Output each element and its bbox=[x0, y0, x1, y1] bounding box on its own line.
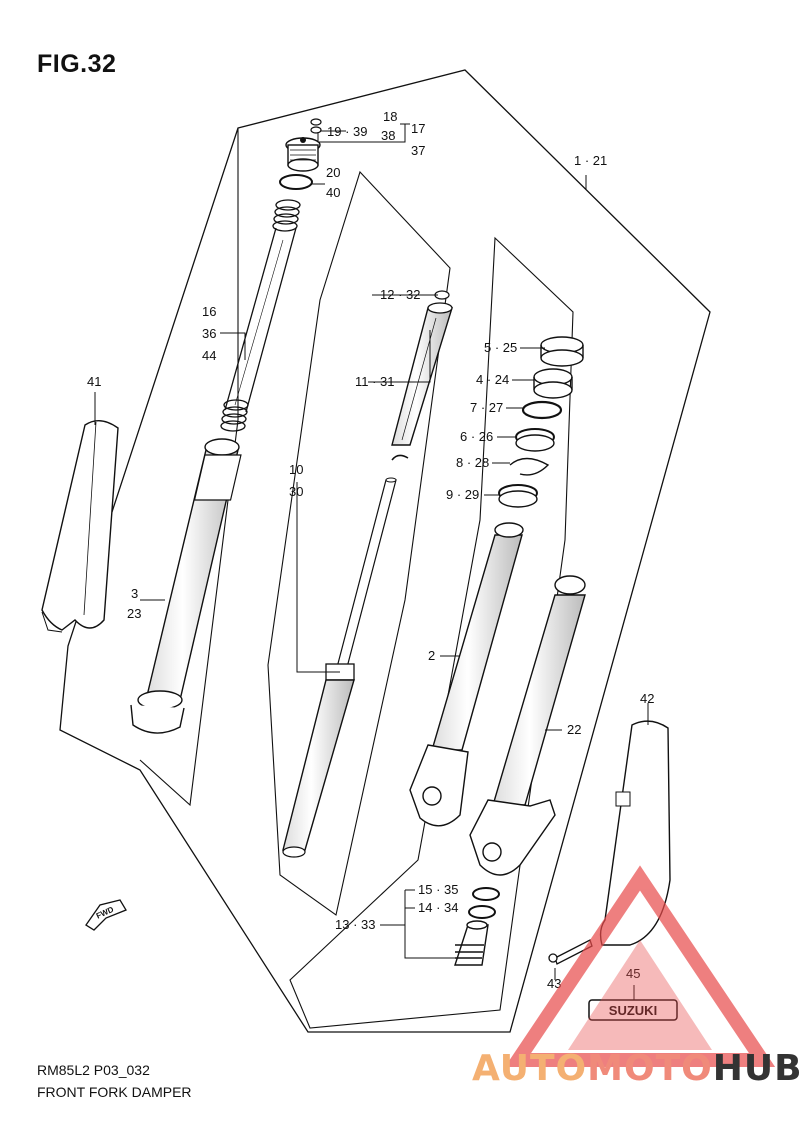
callout-2: 2 bbox=[428, 648, 435, 663]
callout-labels: 18 19 · 39 38 17 37 20 40 1 · 21 16 36 4… bbox=[87, 109, 654, 991]
damper-cylinder-part bbox=[282, 477, 397, 858]
callout-20: 20 bbox=[326, 165, 340, 180]
callout-17: 17 bbox=[411, 121, 425, 136]
callout-36: 36 bbox=[202, 326, 216, 341]
watermark-logo-icon bbox=[504, 865, 776, 1067]
watermark-part-2: MOTO bbox=[587, 1048, 713, 1089]
callout-11-31: 11 · 31 bbox=[355, 374, 395, 389]
assembly-boundary-left bbox=[139, 128, 239, 807]
callout-3: 3 bbox=[131, 586, 138, 601]
decal-part: SUZUKI bbox=[588, 999, 678, 1021]
base-valve-part bbox=[454, 887, 500, 966]
callout-40: 40 bbox=[326, 185, 340, 200]
callout-19-39: 19 · 39 bbox=[327, 124, 367, 139]
bush-stack-part bbox=[498, 336, 584, 508]
leader-lines bbox=[94, 123, 649, 1000]
callout-45: 45 bbox=[626, 966, 640, 981]
callout-9-29: 9 · 29 bbox=[446, 487, 479, 502]
figure-code: RM85L2 P03_032 bbox=[37, 1062, 150, 1078]
callout-22: 22 bbox=[567, 722, 581, 737]
callout-7-27: 7 · 27 bbox=[470, 400, 503, 415]
inner-tube-part bbox=[409, 522, 524, 827]
screw-part bbox=[310, 118, 322, 134]
figure-name: FRONT FORK DAMPER bbox=[37, 1084, 192, 1100]
callout-1-21: 1 · 21 bbox=[574, 153, 607, 168]
assembly-boundary-outer bbox=[59, 69, 711, 1033]
callout-18: 18 bbox=[383, 109, 397, 124]
callout-38: 38 bbox=[381, 128, 395, 143]
callout-4-24: 4 · 24 bbox=[476, 372, 509, 387]
callout-16: 16 bbox=[202, 304, 216, 319]
inner-tube-right-part bbox=[469, 575, 586, 876]
watermark-part-1: AUTO bbox=[472, 1048, 588, 1089]
callout-10: 10 bbox=[289, 462, 303, 477]
decal-text: SUZUKI bbox=[609, 1003, 657, 1018]
callout-37: 37 bbox=[411, 143, 425, 158]
callout-23: 23 bbox=[127, 606, 141, 621]
callout-30: 30 bbox=[289, 484, 303, 499]
cap-bolt-part bbox=[285, 137, 321, 172]
callout-15-35: 15 · 35 bbox=[418, 882, 458, 897]
callout-44: 44 bbox=[202, 348, 216, 363]
outer-tube-part bbox=[130, 438, 242, 734]
callout-41: 41 bbox=[87, 374, 101, 389]
damper-rod-part bbox=[391, 290, 453, 461]
callout-6-26: 6 · 26 bbox=[460, 429, 493, 444]
o-ring-part bbox=[279, 174, 313, 190]
watermark-part-3: HUB bbox=[712, 1048, 800, 1089]
callout-14-34: 14 · 34 bbox=[418, 900, 458, 915]
figure-title: FIG.32 bbox=[37, 50, 117, 78]
spring-part bbox=[220, 199, 301, 432]
fwd-arrow-icon: FWD bbox=[85, 899, 127, 931]
callout-12-32: 12 · 32 bbox=[380, 287, 420, 302]
fork-guard-left-part bbox=[41, 420, 119, 633]
callout-43: 43 bbox=[547, 976, 561, 991]
callout-5-25: 5 · 25 bbox=[484, 340, 517, 355]
callout-8-28: 8 · 28 bbox=[456, 455, 489, 470]
callout-13-33: 13 · 33 bbox=[335, 917, 375, 932]
watermark-text: AUTOMOTOHUB bbox=[472, 1048, 800, 1089]
callout-42: 42 bbox=[640, 691, 654, 706]
